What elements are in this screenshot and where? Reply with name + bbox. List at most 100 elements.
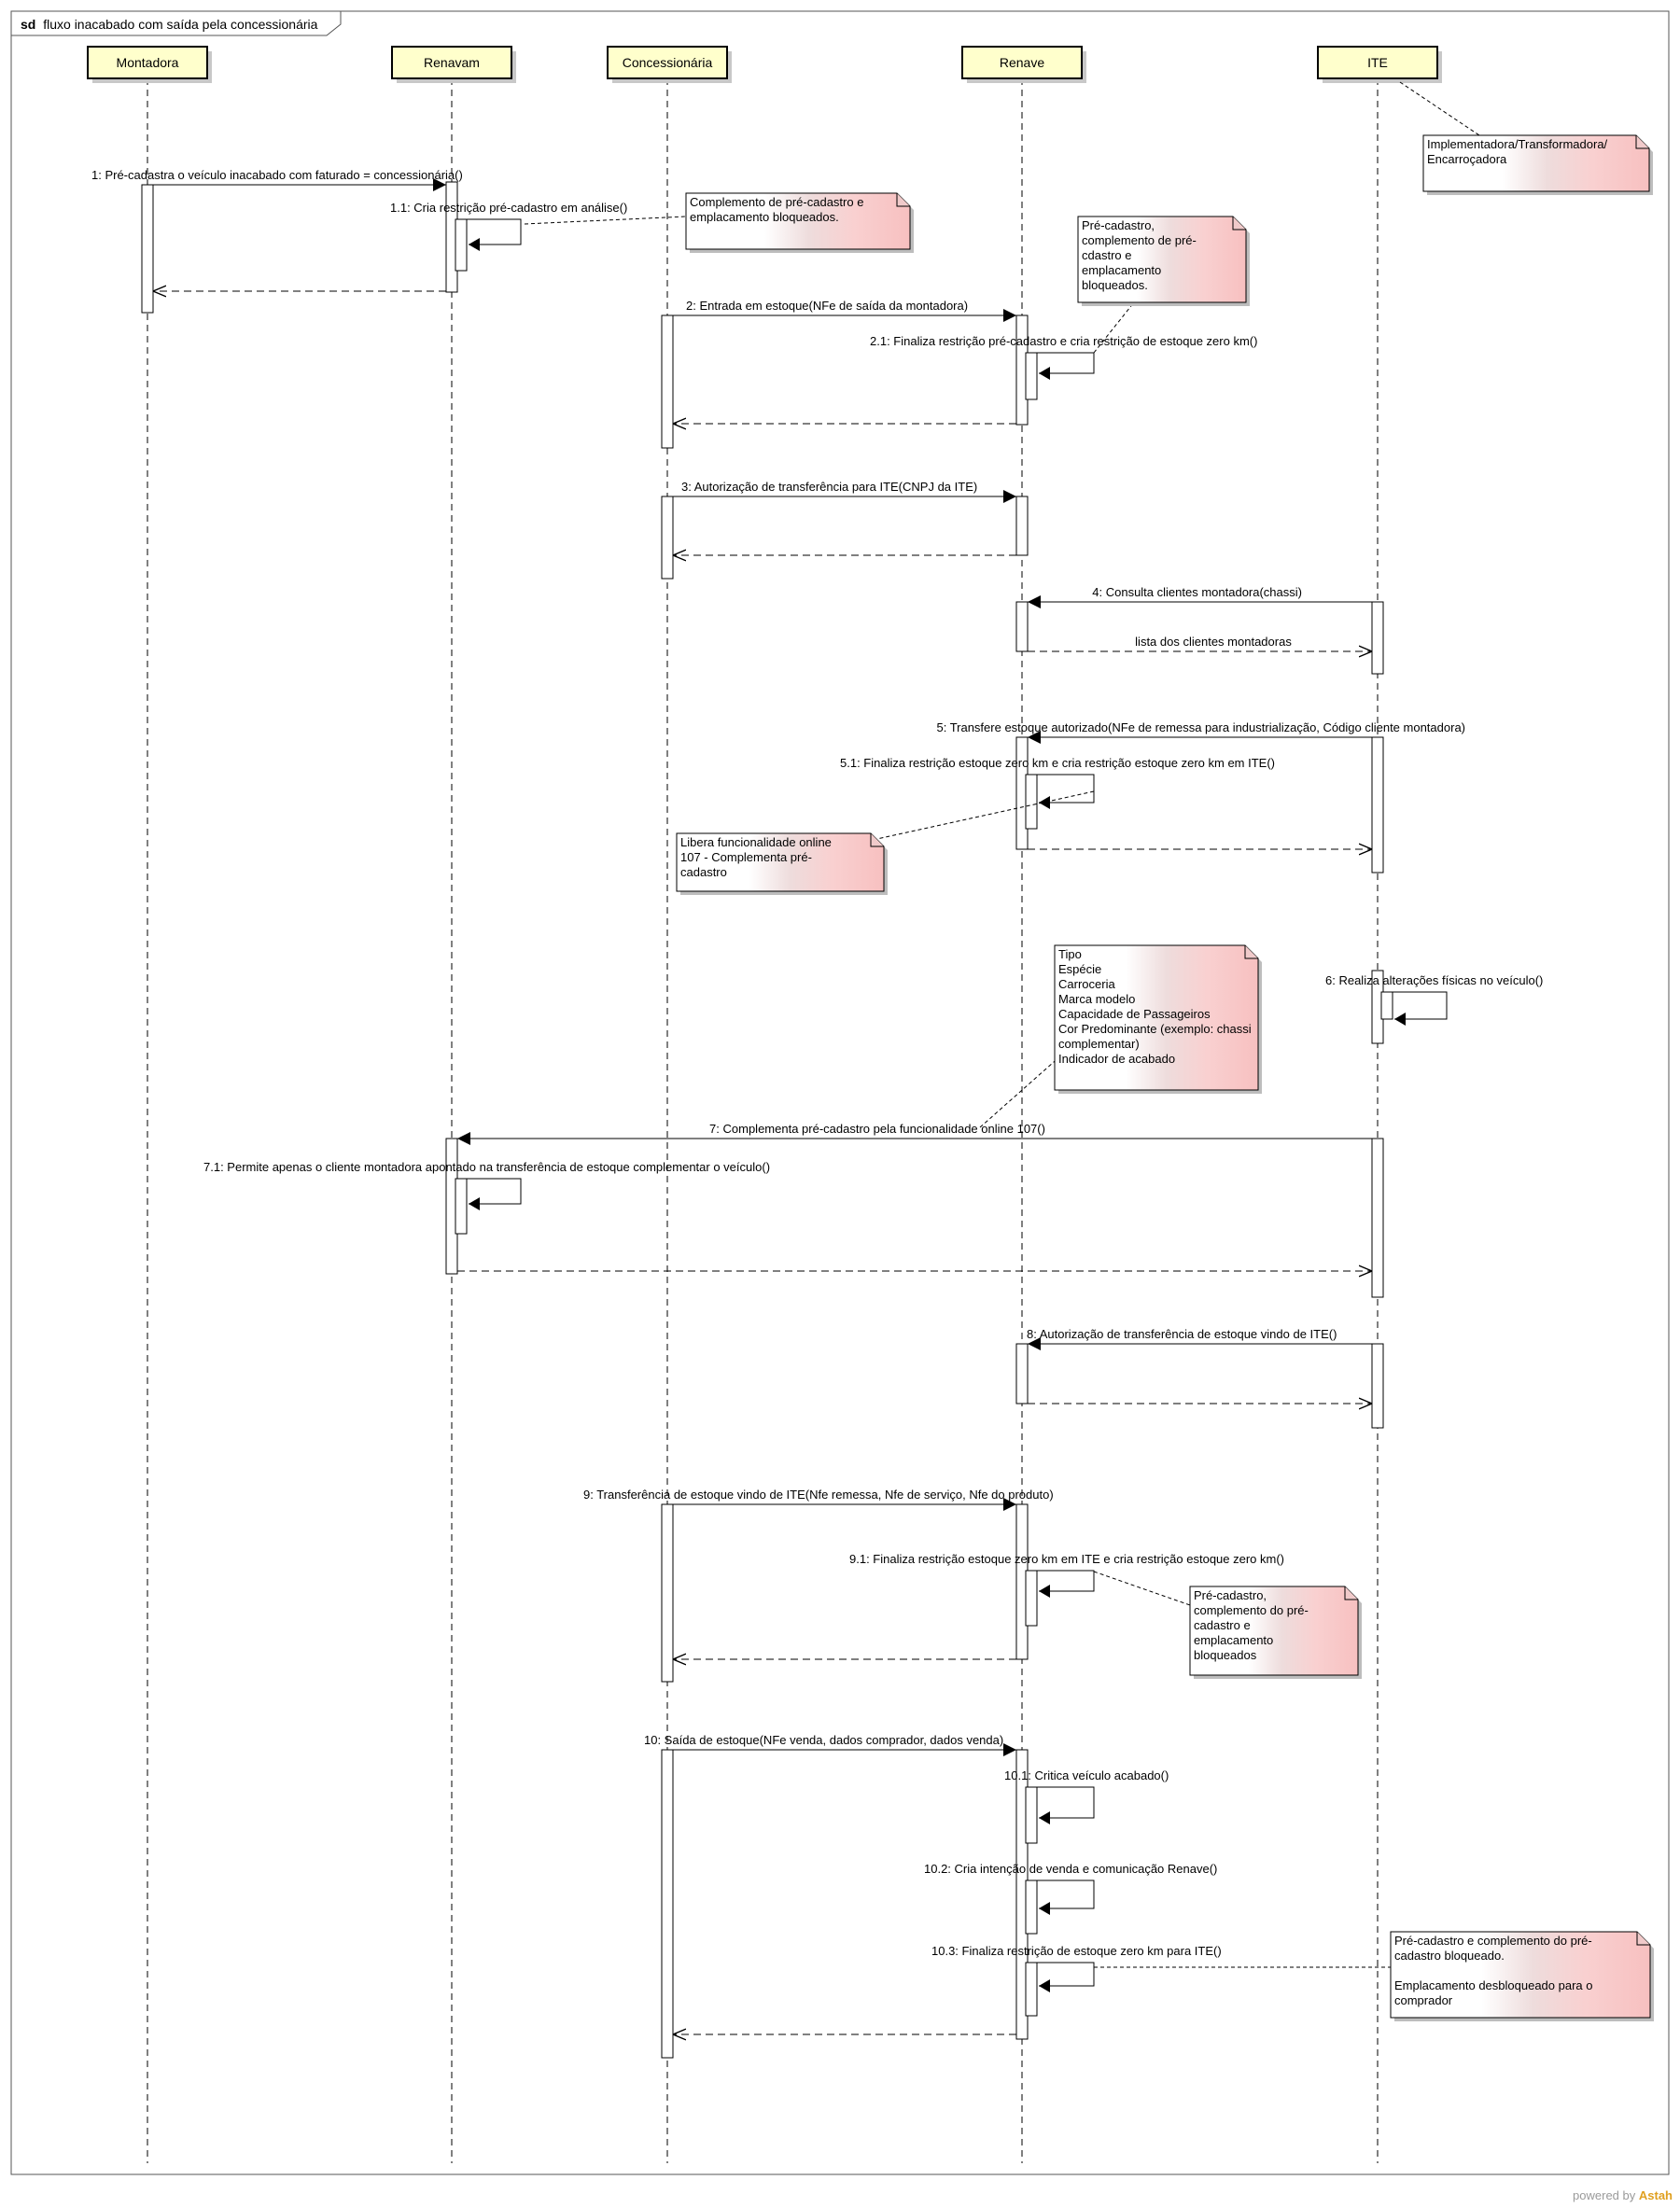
return-message[interactable]: lista dos clientes montadoras [1028, 635, 1372, 651]
lifeline-header[interactable] [87, 46, 208, 79]
note-body [676, 832, 885, 892]
note[interactable]: Complemento de pré-cadastro eemplacament… [524, 192, 914, 253]
self-message-arrowhead [1039, 367, 1050, 380]
note-text-line: emplacamento bloqueados. [690, 210, 839, 224]
note-text-line: Implementadora/Transformadora/ [1427, 137, 1608, 151]
lifeline-header[interactable] [961, 46, 1083, 79]
note-text-line: comprador [1394, 1993, 1453, 2007]
call-message[interactable]: 3: Autorização de transferência para ITE… [673, 480, 1016, 503]
self-message-arrowhead [469, 238, 480, 251]
lifeline-name: ITE [1367, 55, 1388, 70]
message-label: 3: Autorização de transferência para ITE… [681, 480, 977, 494]
call-message[interactable]: 5: Transfere estoque autorizado(NFe de r… [936, 720, 1465, 744]
lifeline-name: Concessionária [623, 55, 713, 70]
activation-bar [1371, 1343, 1384, 1429]
note-connector [1093, 1571, 1191, 1606]
frame-border [10, 10, 1670, 2175]
self-message-arrowhead [1039, 1585, 1050, 1598]
note-body [1077, 216, 1247, 303]
self-message[interactable]: 7.1: Permite apenas o cliente montadora … [203, 1160, 770, 1210]
message-label: 7.1: Permite apenas o cliente montadora … [203, 1160, 770, 1174]
message-label: 1: Pré-cadastra o veículo inacabado com … [91, 168, 463, 182]
call-message[interactable]: 4: Consulta clientes montadora(chassi) [1028, 585, 1372, 608]
self-message-path [1028, 1962, 1095, 1987]
note-text-line: Indicador de acabado [1058, 1052, 1175, 1066]
note-text-line: complemento de pré- [1082, 233, 1197, 247]
activation-bar [1015, 601, 1029, 652]
note-text-line: cdastro e [1082, 248, 1131, 262]
powered-by-prefix: powered by [1573, 2188, 1639, 2202]
activation-bar [661, 1503, 674, 1683]
self-message[interactable]: 10.1: Critica veículo acabado() [1004, 1768, 1169, 1824]
activation-bar [1371, 601, 1384, 675]
message-label: lista dos clientes montadoras [1135, 635, 1292, 649]
note-text-line: Espécie [1058, 962, 1101, 976]
lifeline-header[interactable] [391, 46, 512, 79]
call-message[interactable]: 7: Complementa pré-cadastro pela funcion… [457, 1122, 1372, 1145]
self-message[interactable]: 6: Realiza alterações físicas no veículo… [1325, 973, 1543, 1026]
message-label: 10: Saída de estoque(NFe venda, dados co… [644, 1733, 1003, 1747]
call-message[interactable]: 9: Transferência de estoque vindo de ITE… [583, 1488, 1054, 1511]
self-message[interactable]: 1.1: Cria restrição pré-cadastro em anál… [390, 201, 627, 251]
activation-bar [661, 496, 674, 580]
call-message[interactable]: 10: Saída de estoque(NFe venda, dados co… [644, 1733, 1016, 1756]
note-text-line: 107 - Complementa pré- [680, 850, 812, 864]
note-text-line: complemento do pré- [1194, 1603, 1309, 1617]
message-label: 10.3: Finaliza restrição de estoque zero… [931, 1944, 1222, 1958]
note-text-line: cadastro e [1194, 1618, 1251, 1632]
note-fold [1635, 135, 1649, 149]
self-message-arrowhead [1039, 796, 1050, 809]
lifeline-name: Renave [1000, 55, 1044, 70]
lifeline-header[interactable] [1317, 46, 1438, 79]
note-text-line: Carroceria [1058, 977, 1115, 991]
activation-bar [1025, 1786, 1038, 1844]
note[interactable]: Implementadora/Transformadora/Encarroçad… [1399, 81, 1653, 195]
note-fold [1636, 1932, 1650, 1946]
lifeline-montadora: Montadora [87, 46, 212, 2163]
call-message[interactable]: 8: Autorização de transferência de estoq… [1027, 1327, 1372, 1350]
self-message-path [457, 218, 522, 245]
note-fold [1244, 945, 1258, 959]
self-message[interactable]: 10.2: Cria intenção de venda e comunicaç… [924, 1862, 1217, 1915]
message-label: 10.1: Critica veículo acabado() [1004, 1768, 1169, 1782]
lifeline-renavam: Renavam [391, 46, 516, 2163]
self-message[interactable]: 5.1: Finaliza restrição estoque zero km … [840, 756, 1275, 809]
activation-bar [455, 1178, 468, 1235]
note-body [1054, 944, 1259, 1091]
note-body [1189, 1586, 1359, 1676]
frame-title: sd fluxo inacabado com saída pela conces… [21, 17, 318, 32]
message-label: 2.1: Finaliza restrição pré-cadastro e c… [870, 334, 1257, 348]
self-message[interactable]: 2.1: Finaliza restrição pré-cadastro e c… [870, 334, 1257, 380]
activation-bar [141, 184, 154, 314]
call-message[interactable]: 1: Pré-cadastra o veículo inacabado com … [91, 168, 463, 191]
self-message-arrowhead [469, 1197, 480, 1210]
note-text-line: cadastro [680, 865, 727, 879]
self-message[interactable]: 10.3: Finaliza restrição de estoque zero… [931, 1944, 1222, 1992]
self-message[interactable]: 9.1: Finaliza restrição estoque zero km … [849, 1552, 1284, 1598]
message-label: 1.1: Cria restrição pré-cadastro em anál… [390, 201, 627, 215]
note[interactable]: Pré-cadastro e complemento do pré-cadast… [1094, 1931, 1654, 2021]
note-text-line: emplacamento [1194, 1633, 1273, 1647]
lifeline-header[interactable] [607, 46, 728, 79]
message-label: 10.2: Cria intenção de venda e comunicaç… [924, 1862, 1217, 1876]
note-text-line: Complemento de pré-cadastro e [690, 195, 863, 209]
call-message[interactable]: 2: Entrada em estoque(NFe de saída da mo… [673, 299, 1016, 322]
frame-tab [10, 10, 342, 36]
frame-keyword: sd [21, 17, 35, 32]
activation-bar [455, 218, 468, 272]
activation-bar [1371, 1138, 1384, 1298]
note-text-line: Encarroçadora [1427, 152, 1507, 166]
self-message-arrowhead [1039, 1811, 1050, 1824]
lifeline-name: Renavam [424, 55, 480, 70]
self-message-path [1028, 352, 1095, 374]
note-text-line: cadastro bloqueado. [1394, 1949, 1505, 1963]
self-message-path [1028, 1570, 1095, 1592]
message-label: 5.1: Finaliza restrição estoque zero km … [840, 756, 1275, 770]
note[interactable]: Pré-cadastro,complemento do pré-cadastro… [1093, 1571, 1362, 1679]
activation-bar [1025, 1962, 1038, 2017]
message-label: 4: Consulta clientes montadora(chassi) [1092, 585, 1302, 599]
message-label: 9.1: Finaliza restrição estoque zero km … [849, 1552, 1284, 1566]
note[interactable]: Pré-cadastro,complemento de pré-cdastro … [1077, 216, 1250, 354]
